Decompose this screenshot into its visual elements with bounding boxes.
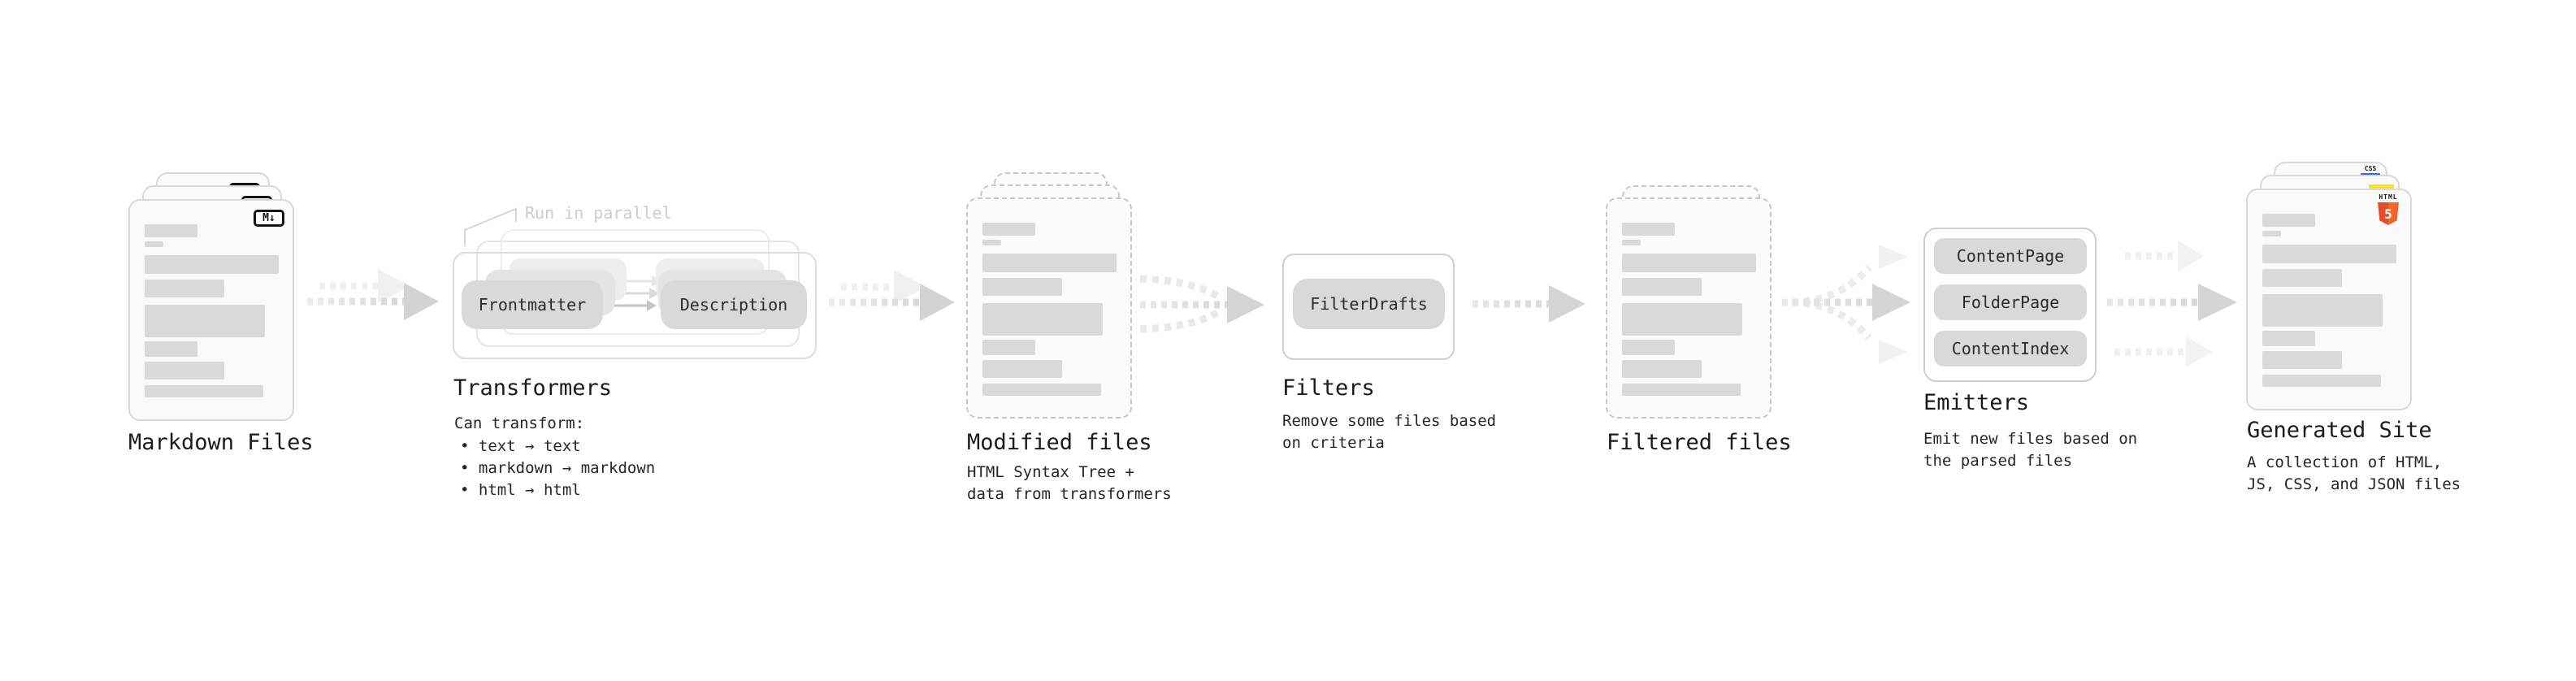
skeleton-bar — [2262, 294, 2383, 327]
html5-icon-shield: 5 — [2378, 202, 2399, 225]
filters-desc: Remove some files based on criteria — [1282, 412, 1497, 452]
generated-doc-card-front: HTML 5 — [2246, 189, 2412, 410]
contentindex-pill: ContentIndex — [1934, 331, 2087, 367]
skeleton-bar — [2262, 269, 2342, 287]
skeleton-bar — [1622, 384, 1741, 396]
transformers-bullet: • text → text — [460, 437, 581, 455]
skeleton-bar — [982, 278, 1062, 296]
skeleton-bar — [145, 280, 224, 297]
folderpage-pill: FolderPage — [1934, 284, 2087, 320]
skeleton-bar — [145, 224, 197, 237]
markdown-icon: M↓ — [254, 210, 284, 227]
contentpage-pill: ContentPage — [1934, 238, 2087, 274]
skeleton-bar — [1622, 240, 1641, 245]
run-in-parallel-leader-line — [464, 207, 517, 246]
skeleton-bar — [982, 223, 1035, 236]
transformer-layer-box-front — [453, 252, 817, 359]
skeleton-bar — [1622, 340, 1675, 355]
skeleton-bar — [145, 362, 224, 380]
arrow-emitters-to-generated — [2107, 241, 2237, 367]
css-icon-word: CSS — [2364, 165, 2377, 172]
modified-doc-card-front — [966, 197, 1132, 419]
skeleton-bar — [982, 340, 1035, 355]
skeleton-bar — [982, 360, 1062, 378]
skeleton-bar — [2262, 351, 2342, 369]
skeleton-bar — [1622, 223, 1675, 236]
skeleton-bar — [2262, 331, 2315, 346]
run-in-parallel-note: Run in parallel — [525, 203, 672, 223]
skeleton-bar — [982, 254, 1117, 272]
transformers-label: Transformers — [453, 375, 613, 401]
skeleton-bar — [1622, 254, 1756, 272]
markdown-files-label: Markdown Files — [128, 430, 314, 455]
emitters-desc: Emit new files based on the parsed files — [1923, 430, 2138, 470]
skeleton-bar — [1622, 278, 1702, 296]
arrow-filtered-to-emitters — [1782, 245, 1910, 364]
filtered-files-label: Filtered files — [1607, 430, 1792, 455]
markdown-doc-card-front: M↓ — [128, 199, 294, 421]
html5-icon: HTML 5 — [2374, 194, 2403, 225]
skeleton-bar — [1622, 303, 1742, 336]
skeleton-bar — [982, 303, 1103, 336]
html5-icon-number: 5 — [2384, 206, 2392, 222]
skeleton-bar — [2262, 375, 2381, 387]
skeleton-bar — [2262, 231, 2281, 236]
skeleton-bar — [2262, 214, 2315, 227]
description-pill: Description — [661, 280, 807, 329]
skeleton-bar — [145, 305, 265, 337]
skeleton-bar — [145, 241, 163, 247]
skeleton-bar — [145, 341, 197, 357]
arrow-transformers-to-modified — [829, 270, 955, 321]
transformers-bullet: • markdown → markdown — [460, 459, 656, 477]
skeleton-bar — [145, 385, 263, 397]
generated-site-label: Generated Site — [2247, 418, 2432, 443]
filterdrafts-pill: FilterDrafts — [1293, 279, 1445, 329]
arrow-modified-to-filters — [1139, 275, 1264, 333]
arrow-markdown-to-transformers — [307, 269, 439, 320]
emitters-label: Emitters — [1923, 390, 2030, 415]
generated-site-desc: A collection of HTML, JS, CSS, and JSON … — [2247, 453, 2461, 493]
modified-files-label: Modified files — [967, 430, 1152, 455]
skeleton-bar — [145, 255, 279, 274]
filtered-doc-card-front — [1606, 197, 1772, 419]
arrow-filters-to-filtered — [1472, 285, 1585, 323]
filters-label: Filters — [1282, 375, 1375, 401]
html5-icon-word: HTML — [2379, 193, 2398, 201]
modified-files-desc: HTML Syntax Tree + data from transformer… — [967, 463, 1172, 503]
skeleton-bar — [982, 384, 1101, 396]
transformers-bullet: • html → html — [460, 481, 581, 499]
skeleton-bar — [1622, 360, 1702, 378]
transformers-desc-heading: Can transform: — [454, 414, 585, 432]
skeleton-bar — [982, 240, 1001, 245]
skeleton-bar — [2262, 245, 2396, 263]
frontmatter-pill: Frontmatter — [462, 280, 603, 329]
